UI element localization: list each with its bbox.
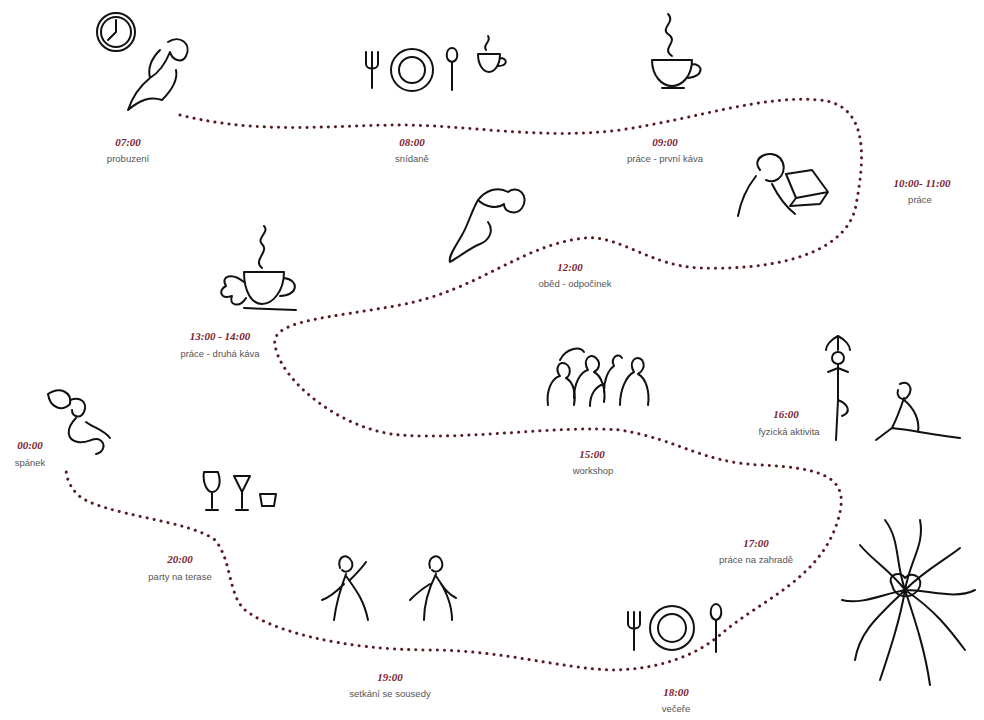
breakfast-icon bbox=[366, 36, 506, 91]
activity-label: probuzení bbox=[107, 153, 149, 164]
clock-icon-stroke bbox=[108, 20, 116, 40]
waking-person bbox=[128, 39, 188, 110]
time-label: 20:00 bbox=[167, 553, 193, 565]
activity-label: práce na zahradě bbox=[719, 554, 793, 565]
laptop-person-stroke bbox=[786, 170, 828, 206]
yoga-figures-stroke bbox=[898, 383, 911, 399]
dotted-path bbox=[66, 99, 862, 670]
yoga-figures-stroke bbox=[832, 352, 844, 364]
laptop-person-stroke bbox=[757, 154, 783, 181]
time-label: 19:00 bbox=[377, 671, 403, 683]
neighbours-figures-stroke bbox=[322, 556, 368, 620]
workshop-crowd bbox=[548, 349, 649, 406]
party-glasses-stroke bbox=[260, 494, 276, 506]
resting-person-stroke bbox=[450, 189, 525, 262]
resting-person bbox=[450, 189, 525, 262]
clock-icon bbox=[97, 13, 135, 51]
activity-label: večeře bbox=[662, 703, 691, 714]
time-label: 08:00 bbox=[399, 136, 425, 148]
laptop-person-stroke bbox=[738, 176, 795, 216]
time-label: 13:00 - 14:00 bbox=[190, 330, 251, 342]
clock-icon-stroke bbox=[101, 17, 131, 47]
coffee-flowers bbox=[221, 226, 296, 310]
dinner-icon-stroke bbox=[628, 612, 640, 650]
coffee-cup-stroke bbox=[652, 60, 701, 88]
activity-label: práce - první káva bbox=[627, 153, 703, 164]
garden-roots bbox=[842, 520, 975, 685]
sleeping-person bbox=[48, 390, 110, 454]
activity-label: práce bbox=[908, 194, 932, 205]
workshop-crowd-stroke bbox=[548, 363, 575, 405]
breakfast-icon-stroke bbox=[366, 52, 378, 88]
garden-roots-stroke bbox=[891, 574, 921, 596]
yoga-figures-stroke bbox=[876, 398, 960, 440]
sleeping-person-stroke bbox=[69, 399, 110, 454]
time-label: 07:00 bbox=[115, 136, 141, 148]
time-label: 00:00 bbox=[17, 439, 43, 451]
dinner-icon bbox=[628, 604, 721, 652]
coffee-flowers-stroke bbox=[244, 272, 296, 310]
neighbours-figures bbox=[322, 556, 456, 620]
time-label: 16:00 bbox=[773, 408, 799, 420]
coffee-cup-stroke bbox=[666, 14, 672, 56]
time-label: 17:00 bbox=[743, 537, 769, 549]
schedule-illustration-stroke bbox=[48, 13, 975, 685]
activity-label: oběd - odpočinek bbox=[539, 278, 612, 289]
dinner-icon-stroke bbox=[658, 614, 686, 642]
breakfast-icon-stroke bbox=[447, 48, 458, 90]
time-label: 12:00 bbox=[557, 261, 583, 273]
activity-label: party na terase bbox=[148, 571, 211, 582]
party-glasses bbox=[204, 472, 276, 510]
breakfast-icon-stroke bbox=[399, 57, 425, 83]
yoga-figures-stroke bbox=[828, 364, 848, 440]
dinner-icon-stroke bbox=[711, 604, 722, 652]
time-label: 15:00 bbox=[579, 448, 605, 460]
neighbours-figures-stroke bbox=[410, 556, 456, 620]
coffee-flowers-stroke bbox=[259, 226, 266, 268]
coffee-cup bbox=[652, 14, 701, 88]
time-label: 18:00 bbox=[663, 686, 689, 698]
yoga-figures bbox=[826, 336, 960, 440]
activity-label: workshop bbox=[573, 465, 614, 476]
garden-roots-stroke bbox=[842, 520, 975, 601]
time-label: 10:00- 11:00 bbox=[893, 177, 950, 189]
activity-label: setkání se sousedy bbox=[349, 688, 430, 699]
dinner-icon-stroke bbox=[650, 606, 694, 650]
yoga-figures-stroke bbox=[826, 336, 850, 350]
workshop-crowd-stroke bbox=[590, 358, 649, 406]
clock-icon-stroke bbox=[97, 13, 135, 51]
coffee-flowers-stroke bbox=[221, 276, 246, 304]
breakfast-icon-stroke bbox=[391, 49, 433, 91]
breakfast-icon-stroke bbox=[478, 36, 506, 72]
party-glasses-stroke bbox=[204, 472, 220, 510]
activity-label: fyzická aktivita bbox=[758, 426, 819, 437]
waking-person-stroke bbox=[128, 39, 188, 110]
activity-label: spánek bbox=[15, 457, 46, 468]
garden-roots-stroke bbox=[855, 590, 965, 685]
sleeping-person-stroke bbox=[48, 390, 70, 408]
workshop-crowd-stroke bbox=[560, 349, 622, 392]
time-label: 09:00 bbox=[652, 136, 678, 148]
activity-label: práce - druhá káva bbox=[180, 348, 259, 359]
workshop-crowd-stroke bbox=[574, 356, 605, 402]
laptop-person bbox=[738, 154, 828, 216]
party-glasses-stroke bbox=[234, 476, 250, 510]
activity-label: snídaně bbox=[395, 153, 429, 164]
